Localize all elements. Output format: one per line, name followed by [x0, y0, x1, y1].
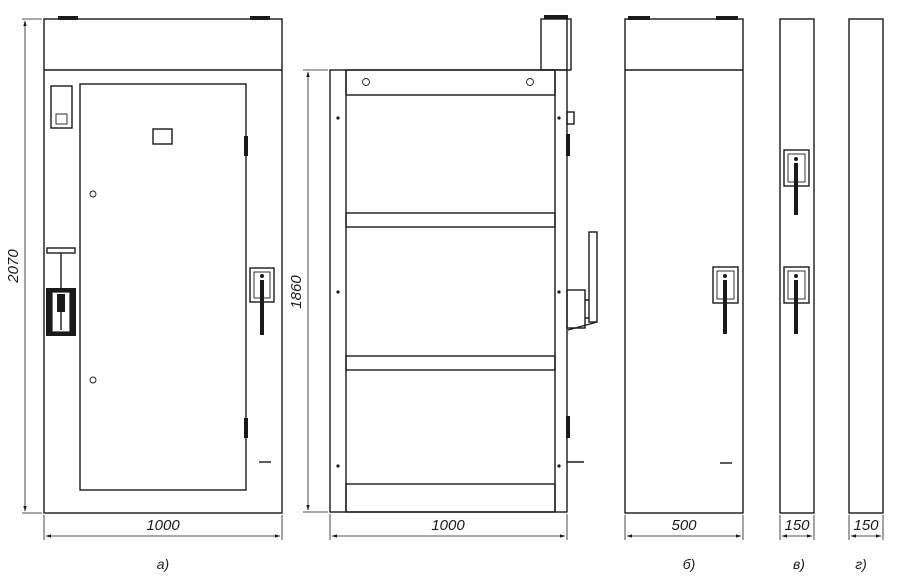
top-box-bracket — [544, 15, 568, 19]
view-frame-open: 1860 1000 — [288, 15, 598, 540]
view-b-side-cabinet: 500 б) — [624, 16, 744, 572]
narrow-cabinet-outline — [779, 18, 815, 514]
top-right-bracket — [250, 16, 270, 20]
side-top-bracket-right — [716, 16, 738, 20]
front-width-label: 1000 — [146, 517, 180, 534]
side-latch — [566, 111, 575, 125]
frame-width-label: 1000 — [431, 517, 465, 534]
side-g-width-label: 150 — [853, 517, 879, 534]
frame-dot — [336, 116, 340, 120]
top-left-bracket — [58, 16, 78, 20]
blank-cabinet-outline — [848, 18, 884, 514]
frame-outline — [329, 69, 568, 513]
side-b-width-label: 500 — [671, 517, 697, 534]
narrow-lever-lock-top-icon — [783, 149, 810, 215]
caption-g: г) — [855, 556, 867, 572]
frame-top-hole-left — [362, 78, 370, 86]
frame-top-rail — [345, 69, 556, 96]
indicator-window — [50, 85, 73, 129]
frame-hinge-bottom — [566, 416, 570, 438]
cabinet-body-outline — [43, 18, 283, 514]
frame-dot — [557, 290, 561, 294]
frame-shelf-upper — [345, 212, 556, 228]
door-hinge-bottom — [244, 418, 248, 438]
frame-dot — [557, 116, 561, 120]
side-lever-lock-icon — [712, 266, 739, 334]
switch-handle-icon — [46, 247, 76, 336]
side-v-width-label: 150 — [784, 517, 810, 534]
lever-lock-icon — [249, 267, 275, 335]
side-top-bracket-left — [628, 16, 650, 20]
frame-bottom-rail — [345, 483, 556, 513]
frame-dot — [336, 464, 340, 468]
caption-b: б) — [683, 556, 696, 572]
frame-shelf-lower — [345, 355, 556, 371]
front-height-label: 2070 — [5, 249, 22, 284]
indicator-slot — [55, 113, 68, 125]
main-door — [79, 83, 247, 491]
door-hinge-top — [244, 136, 248, 156]
frame-dot — [336, 290, 340, 294]
caption-v: в) — [793, 556, 805, 572]
frame-top-hole-right — [526, 78, 534, 86]
side-cabinet-outline — [624, 18, 744, 514]
view-a-front-cabinet: 2070 1000 а) — [5, 16, 283, 572]
door-bolt-bottom — [89, 376, 97, 384]
side-lever-handle-icon — [566, 231, 598, 331]
narrow-lever-lock-bottom-icon — [783, 266, 810, 334]
frame-hinge-top — [566, 134, 570, 156]
frame-dot — [557, 464, 561, 468]
view-v-narrow-cabinet: 150 в) — [779, 18, 815, 572]
frame-height-label: 1860 — [288, 275, 305, 309]
caption-a: а) — [157, 556, 169, 572]
door-viewing-window — [152, 128, 173, 145]
door-bolt-top — [89, 190, 97, 198]
view-g-blank-narrow-cabinet: 150 г) — [848, 18, 884, 572]
